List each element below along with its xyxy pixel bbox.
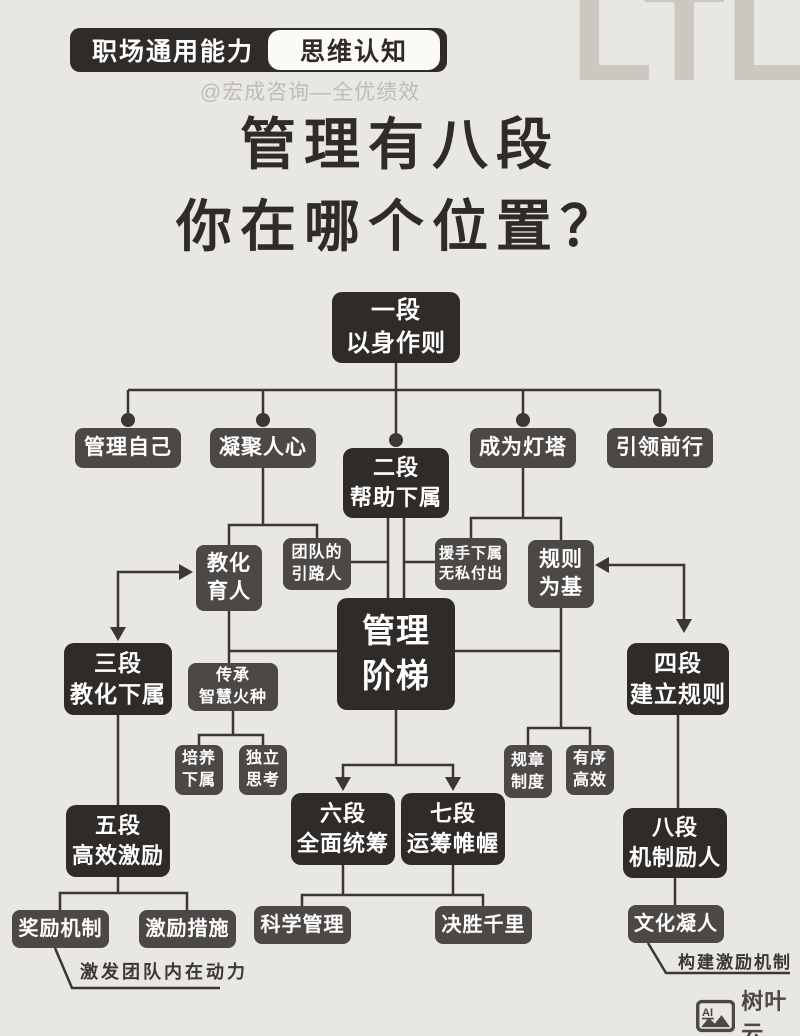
node-inherit-wisdom: 传承 智慧火种	[188, 663, 278, 711]
footer-logo: AI 树叶云	[696, 984, 800, 1036]
subcategory-badge: 思维认知	[268, 30, 440, 70]
node-lead-forward: 引领前行	[607, 428, 713, 468]
node-stage7: 七段 运筹帷幄	[401, 793, 505, 865]
node-team-guide: 团队的 引路人	[283, 538, 351, 590]
node-lighthouse: 成为灯塔	[470, 428, 576, 468]
category-badge-label: 职场通用能力	[92, 38, 255, 66]
ltl-watermark: LTL	[570, 0, 800, 109]
footer-logo-text: 树叶云	[741, 989, 788, 1036]
node-educate-people: 教化 育人	[196, 545, 262, 611]
node-cohesion: 凝聚人心	[210, 428, 316, 468]
page-title-line2: 你在哪个位置？	[176, 195, 624, 258]
node-cultivate: 培养 下属	[175, 745, 223, 795]
mountain-shape	[701, 1015, 731, 1028]
node-stage5: 五段 高效激励	[66, 805, 170, 877]
node-stage3: 三段 教化下属	[64, 643, 172, 715]
node-center-ladder: 管理 阶梯	[337, 598, 455, 710]
node-manage-self: 管理自己	[75, 428, 181, 468]
author-watermark: @宏成咨询—全优绩效	[199, 81, 421, 104]
node-stage6: 六段 全面统筹	[291, 793, 395, 865]
node-stage1: 一段 以身作则	[332, 292, 460, 363]
node-culture-cohesion: 文化凝人	[628, 905, 724, 943]
connector-arrowheads	[110, 557, 692, 791]
annotation-team-motivation: 激发团队内在动力	[80, 962, 248, 982]
node-scientific-management: 科学管理	[254, 906, 351, 944]
node-regulations: 规章 制度	[504, 745, 552, 798]
node-help-selfless: 援手下属 无私付出	[435, 538, 507, 590]
ai-image-icon: AI	[696, 999, 736, 1033]
subcategory-badge-label: 思维认知	[299, 38, 408, 66]
ai-icon-label: AI	[702, 1007, 713, 1019]
page-title-line1: 管理有八段	[240, 113, 560, 176]
node-reward-mechanism: 奖励机制	[12, 910, 109, 948]
node-stage4: 四段 建立规则	[627, 643, 729, 715]
node-stage8: 八段 机制励人	[623, 808, 727, 878]
node-rule-base: 规则 为基	[528, 540, 594, 608]
node-stage2: 二段 帮助下属	[343, 448, 449, 518]
annotation-build-incentive: 构建激励机制	[678, 953, 792, 972]
page-title: 管理有八段 你在哪个位置？	[0, 104, 800, 268]
connector-dots	[121, 413, 667, 447]
node-orderly-efficient: 有序 高效	[566, 745, 614, 795]
node-victory-afar: 决胜千里	[435, 906, 532, 944]
node-incentive-measures: 激励措施	[139, 910, 236, 948]
node-independent-think: 独立 思考	[239, 745, 287, 795]
